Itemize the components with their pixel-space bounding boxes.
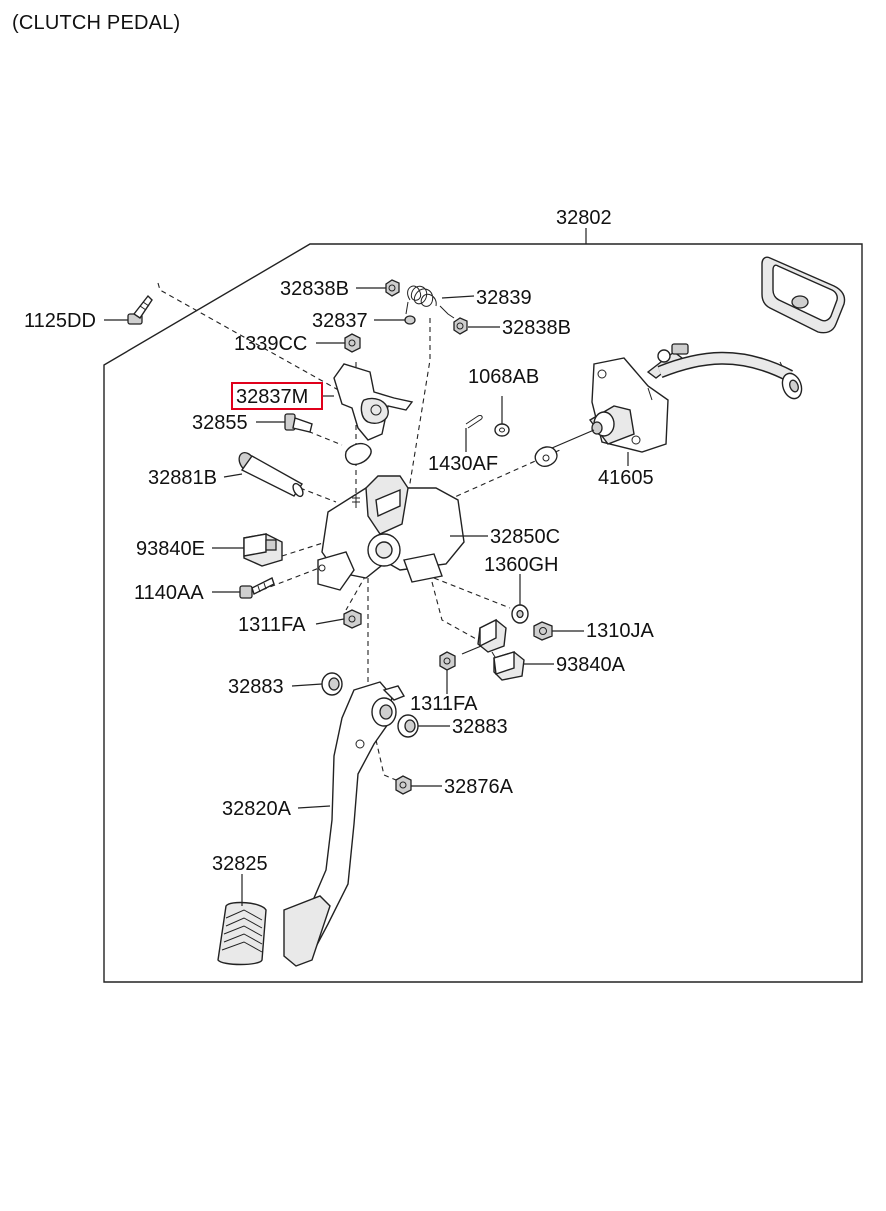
part-label-1125dd: 1125DD [24,310,96,332]
part-label-32838b-top: 32838B [280,278,349,300]
part-label-32850c: 32850C [490,526,560,548]
part-label-93840a: 93840A [556,654,626,676]
assembly-frame [103,243,863,983]
connector-93840a-icon [493,651,525,681]
part-label-93840e: 93840E [136,538,205,560]
gasket-plate-icon [761,256,846,334]
part-label-32881b: 32881B [148,467,217,489]
diagram-title: (CLUTCH PEDAL) [12,12,181,34]
part-label-1310ja: 1310JA [586,620,654,642]
part-label-1360gh: 1360GH [484,554,559,576]
part-label-32820a: 32820A [222,798,292,820]
bushing-32883-right-icon [397,714,419,738]
pin-32881b-icon [238,452,304,498]
clip-32837-icon [404,315,416,325]
return-spring-32839-icon [405,285,455,319]
part-label-1140aa: 1140AA [134,582,204,604]
nut-1339cc-icon [344,333,361,353]
label-leaders [104,287,629,906]
switch-93840e-icon [243,533,283,567]
part-label-32838b-right: 32838B [502,317,571,339]
part-label-32855: 32855 [192,412,248,434]
part-label-1068ab: 1068AB [468,366,539,388]
split-pin-1430af-icon [465,415,483,429]
pedal-pad-32825-icon [217,901,267,966]
pedal-arm-32820a-icon [283,681,406,967]
bolt-1125dd-icon [127,294,153,325]
bushing-32883-left-icon [321,672,343,696]
nut-32838b-top-icon [385,279,400,297]
bracket-32837m-icon [333,363,414,466]
part-label-32825: 32825 [212,853,268,875]
nut-32838b-right-icon [453,317,468,335]
part-label-1339cc: 1339CC [234,333,307,355]
part-label-41605: 41605 [598,467,654,489]
bolt-32855-icon [284,413,313,433]
part-label-32802: 32802 [556,207,612,229]
part-label-32883-left: 32883 [228,676,284,698]
part-label-32876a: 32876A [444,776,514,798]
nut-1310ja-icon [533,621,553,641]
nut-32876a-icon [395,775,412,795]
part-label-32837m-highlight-box [231,382,323,410]
part-label-1311fa-right: 1311FA [410,693,478,715]
nut-1311fa-left-icon [343,609,362,629]
washer-1360gh-icon [511,604,529,624]
nut-1311fa-right-icon [439,651,456,671]
part-label-32837: 32837 [312,310,368,332]
washer-1068ab-icon [494,423,510,437]
stop-switch-icon [461,618,507,663]
part-label-1430af: 1430AF [428,453,498,475]
screw-1140aa-icon [239,577,275,599]
pedal-bracket-32850c-icon [317,475,465,591]
part-label-1311fa-left: 1311FA [238,614,306,636]
master-cylinder-41605-icon [534,343,803,467]
part-label-32839: 32839 [476,287,532,309]
part-label-32837m: 32837M [236,386,308,408]
part-label-32883-right: 32883 [452,716,508,738]
